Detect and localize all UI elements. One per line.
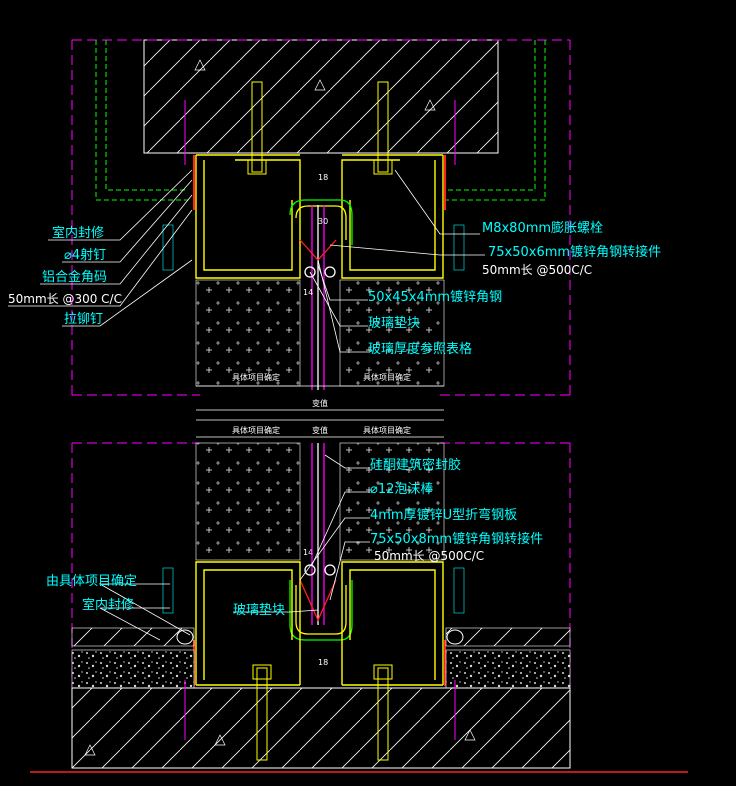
dim-project-left-bottom: 具体项目确定 <box>232 425 280 435</box>
labels-right-low: 硅酮建筑密封胶 ⌀12泡沫棒 4mm厚镀锌U型折弯钢板 75x50x8mm镀锌角… <box>370 457 543 563</box>
label-foam-rod: ⌀12泡沫棒 <box>370 482 433 497</box>
label-glass-pad-top: 玻璃垫块 <box>368 315 420 331</box>
bottom-dimensions: 具体项目确定 变值 具体项目确定 14 18 <box>196 419 444 667</box>
label-spacing-500-top: 50mm长 @500C/C <box>482 263 592 277</box>
bottom-u-channel <box>289 580 353 641</box>
top-anchor-bolts <box>184 81 456 175</box>
dim-gap-bottom: 18 <box>318 658 328 667</box>
label-interior-finish: 室内封修 <box>52 225 104 241</box>
bottom-anchor-bolts <box>184 664 456 761</box>
top-red-flashings <box>193 155 446 210</box>
dim-project-right-bottom: 具体项目确定 <box>363 425 411 435</box>
dim-variable-top: 变值 <box>312 398 328 408</box>
label-expansion-bolt: M8x80mm膨胀螺栓 <box>482 221 603 236</box>
top-u-channel <box>289 199 353 390</box>
labels-left-bottom: 由具体项目确定 室内封修 玻璃垫块 <box>46 574 285 618</box>
label-rivet: 拉铆钉 <box>64 312 103 327</box>
label-nail: ⌀4射钉 <box>64 247 106 263</box>
labels-left-top: 室内封修 ⌀4射钉 铝合金角码 50mm长 @300 C/C 拉铆钉 <box>8 225 122 327</box>
label-spacing-300: 50mm长 @300 C/C <box>8 292 122 306</box>
label-aluminum-angle: 铝合金角码 <box>42 269 107 285</box>
top-insulation <box>195 279 445 387</box>
label-spacing-500-bottom: 50mm长 @500C/C <box>374 549 484 563</box>
top-steel-brackets <box>195 154 444 279</box>
dim-side-14-bottom: 14 <box>303 548 313 557</box>
leader-lines <box>8 169 485 641</box>
label-galv-angle: 50x45x4mm镀锌角钢 <box>368 289 502 305</box>
dim-gap-top: 18 <box>318 173 328 182</box>
dim-variable-bottom: 变值 <box>312 425 328 435</box>
section-break-lines <box>71 394 571 690</box>
bottom-steel-brackets <box>195 561 444 686</box>
label-glass-pad-bottom: 玻璃垫块 <box>233 602 285 618</box>
bottom-insulation <box>195 442 445 561</box>
dim-gap-mid: 30 <box>318 217 328 226</box>
label-steel-connector-bottom: 75x50x8mm镀锌角钢转接件 <box>370 531 543 547</box>
label-glass-thickness: 玻璃厚度参照表格 <box>368 341 472 357</box>
labels-right-top: M8x80mm膨胀螺栓 75x50x6mm镀锌角钢转接件 50mm长 @500C… <box>482 221 661 277</box>
bottom-glass <box>299 443 337 625</box>
dim-side-14-top: 14 <box>303 288 313 297</box>
bottom-concrete-slab <box>71 687 571 769</box>
label-steel-connector-top: 75x50x6mm镀锌角钢转接件 <box>488 244 661 260</box>
side-project-notes <box>162 224 465 614</box>
label-interior-finish-bottom: 室内封修 <box>82 597 134 613</box>
label-silicone-sealant: 硅酮建筑密封胶 <box>370 457 461 473</box>
dim-project-right-top: 具体项目确定 <box>363 372 411 382</box>
label-project-defined: 由具体项目确定 <box>46 574 137 589</box>
label-u-plate: 4mm厚镀锌U型折弯钢板 <box>370 507 517 523</box>
floor-finish <box>71 627 571 689</box>
top-concrete-slab <box>143 39 499 154</box>
labels-right-mid: 50x45x4mm镀锌角钢 玻璃垫块 玻璃厚度参照表格 <box>368 289 502 357</box>
dim-project-left-top: 具体项目确定 <box>232 372 280 382</box>
top-dimensions: 具体项目确定 具体项目确定 变值 18 30 14 <box>196 173 444 411</box>
top-dashed-outline <box>71 39 571 395</box>
